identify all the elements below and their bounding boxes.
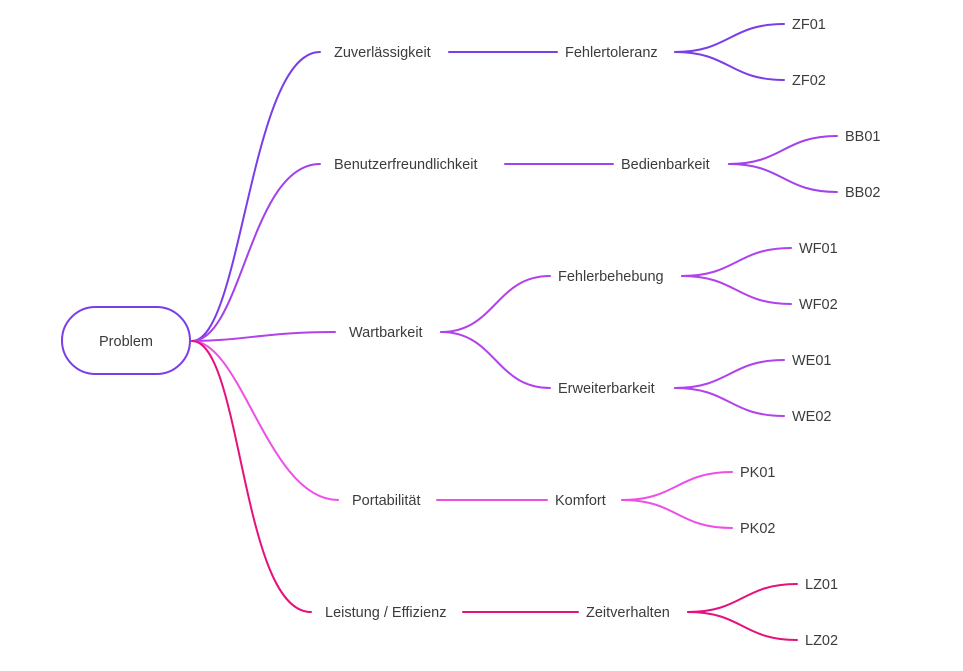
branch-connector [191,340,312,613]
leaf-connector [674,387,785,417]
leaf-connector [674,23,785,53]
leaf-node[interactable]: LZ01 [805,577,838,593]
leaf-node[interactable]: ZF01 [792,17,826,33]
leaf-node[interactable]: ZF02 [792,73,826,89]
subbranch-node[interactable]: Erweiterbarkeit [558,381,655,397]
leaf-connector [621,471,733,501]
branch-connector [191,331,336,342]
leaf-connector [687,583,798,613]
branch-node[interactable]: Wartbarkeit [349,325,423,341]
connector-lines [191,23,838,641]
leaf-node[interactable]: WF02 [799,297,838,313]
subbranch-node[interactable]: Fehlertoleranz [565,45,658,61]
branch-node[interactable]: Portabilität [352,493,421,509]
subbranch-node[interactable]: Zeitverhalten [586,605,670,621]
subbranch-connector [440,275,551,333]
leaf-node[interactable]: LZ02 [805,633,838,649]
root-node-label: Problem [99,334,153,350]
subbranch-node[interactable]: Fehlerbehebung [558,269,664,285]
leaf-node[interactable]: WE02 [792,409,832,425]
leaf-node[interactable]: BB02 [845,185,880,201]
leaf-node[interactable]: PK01 [740,465,775,481]
leaf-connector [728,163,838,193]
leaf-node[interactable]: PK02 [740,521,775,537]
subbranch-node[interactable]: Komfort [555,493,606,509]
subbranch-node[interactable]: Bedienbarkeit [621,157,710,173]
branch-node[interactable]: Benutzerfreundlichkeit [334,157,477,173]
subbranch-connector [440,331,551,389]
branch-connector [191,163,321,342]
leaf-connector [728,135,838,165]
branch-node[interactable]: Leistung / Effizienz [325,605,446,621]
branch-connector [191,51,321,342]
leaf-node[interactable]: BB01 [845,129,880,145]
leaf-connector [687,611,798,641]
leaf-connector [681,275,792,305]
leaf-connector [681,247,792,277]
node-labels: Zuverlässigkeit Fehlertoleranz ZF01ZF02Ben… [325,17,880,649]
leaf-connector [674,359,785,389]
leaf-connector [674,51,785,81]
root-node-box [61,306,191,375]
leaf-connector [621,499,733,529]
leaf-node[interactable]: WE01 [792,353,832,369]
leaf-node[interactable]: WF01 [799,241,838,257]
root-node[interactable]: Problem [61,306,191,375]
branch-node[interactable]: Zuverlässigkeit [334,45,431,61]
branch-connector [191,340,339,501]
